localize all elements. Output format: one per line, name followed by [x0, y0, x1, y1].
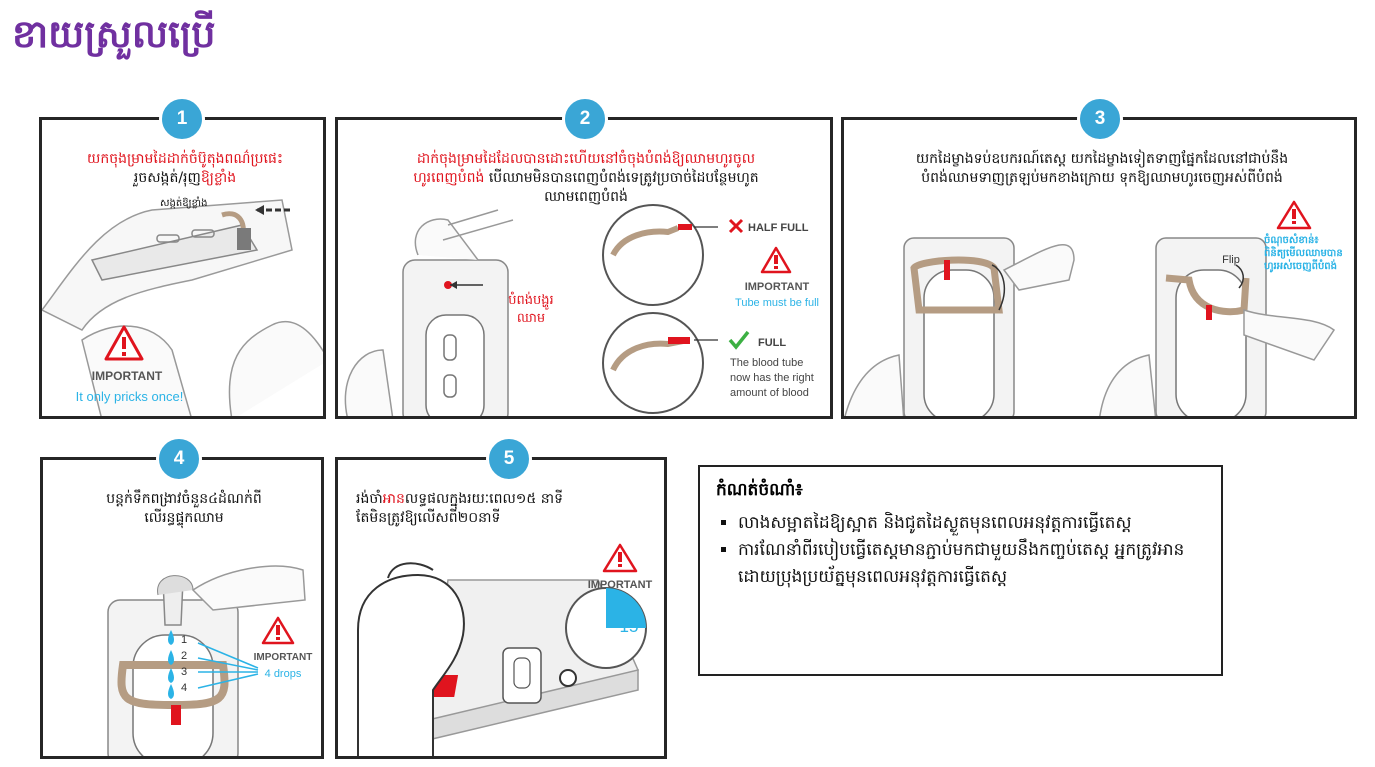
- step-3-warning-note: ចំណុចសំខាន់៖ ពិនិត្យមើលឈាមបានហូរអស់ចេញពី…: [1264, 235, 1343, 272]
- step-3-panel: យកដៃម្ខាងទប់ឧបករណ៍តេស្ត យកដៃម្ខាងទៀតទាញផ…: [841, 117, 1357, 419]
- step-2-callout-line2: ឈាម: [516, 311, 546, 326]
- step-3-text-line2: បំពង់ឈាមទាញត្រឡប់មកខាងក្រោយ ទុកឱ្យឈាមហូរ…: [921, 170, 1283, 186]
- full-label: FULL: [758, 337, 787, 349]
- step-1-panel: យកចុងម្រាមដៃដាក់ចំប៊ូតុងពណ៌ប្រផេះ រួចសង្…: [39, 117, 326, 419]
- step-1-text-emphasis: ឱ្យខ្លាំង: [200, 170, 237, 186]
- step-4-instruction: បន្តក់ទឹកពង្រាវចំនួន៤ដំណក់ពី លើរន្ធផ្ទុក…: [51, 490, 317, 528]
- step-5-badge: 5: [486, 436, 532, 482]
- step-2-text-red: ដាក់ចុងម្រាមដៃដែលបានដោះហើយនៅចំចុងបំពង់ឱ្…: [416, 151, 756, 167]
- lancet-illustration: [42, 199, 323, 416]
- drop-4: 4: [181, 682, 188, 694]
- step-1-badge: 1: [159, 96, 205, 142]
- step-4-important-sub: 4 drops: [264, 668, 302, 680]
- step-1-text-red: យកចុងម្រាមដៃដាក់ចំប៊ូតុងពណ៌ប្រផេះ: [87, 151, 283, 167]
- page-title: ខាយស្រួលប្រើ: [12, 12, 216, 56]
- full-note-line1: The blood tube: [730, 357, 804, 369]
- step-3-instruction: យកដៃម្ខាងទប់ឧបករណ៍តេស្ត យកដៃម្ខាងទៀតទាញផ…: [852, 150, 1352, 188]
- note-item: ការណែនាំពីរបៀបធ្វើតេស្តមានភ្ជាប់មកជាមួយន…: [738, 537, 1205, 591]
- drop-counter: 1 2 3 4: [181, 632, 197, 696]
- step-4-important-label: IMPORTANT: [253, 652, 313, 663]
- step-2-text-red2: ហូរពេញបំពង់: [413, 170, 485, 186]
- step-2-important-sub: Tube must be full: [735, 297, 819, 309]
- step-1-important-label: IMPORTANT: [91, 369, 163, 383]
- notes-list: លាងសម្អាតដៃឱ្យស្អាត និងជូតដៃស្ងួតមុនពេលអ…: [716, 510, 1205, 591]
- full-note-line2: now has the right: [730, 372, 814, 384]
- step-2-panel: ដាក់ចុងម្រាមដៃដែលបានដោះហើយនៅចំចុងបំពង់ឱ្…: [335, 117, 833, 419]
- half-full-label: HALF FULL: [748, 222, 809, 234]
- step-2-instruction: ដាក់ចុងម្រាមដៃដែលបានដោះហើយនៅចំចុងបំពង់ឱ្…: [346, 150, 826, 207]
- step-1-important-sub: It only pricks once!: [75, 389, 184, 404]
- flip-label: Flip: [1222, 254, 1240, 266]
- step-4-text-line1: បន្តក់ទឹកពង្រាវចំនួន៤ដំណក់ពី: [106, 491, 262, 507]
- step-2-badge: 2: [562, 96, 608, 142]
- drop-2: 2: [181, 650, 188, 662]
- buffer-drops-illustration: [107, 565, 306, 756]
- step-4-panel: បន្តក់ទឹកពង្រាវចំនួន៤ដំណក់ពី លើរន្ធផ្ទុក…: [40, 457, 324, 759]
- warning-icon: [104, 325, 144, 361]
- step-1-instruction: យកចុងម្រាមដៃដាក់ចំប៊ូតុងពណ៌ប្រផេះ រួចសង្…: [50, 150, 320, 188]
- notes-box: កំណត់ចំណាំ៖ លាងសម្អាតដៃឱ្យស្អាត និងជូតដៃ…: [698, 465, 1223, 676]
- step-1-callout: សង្កត់ឱ្យខ្លាំង: [160, 198, 208, 209]
- full-note-line3: amount of blood: [730, 387, 809, 399]
- step-5-important-label: IMPORTANT: [587, 579, 653, 591]
- full-note: The blood tube now has the right amount …: [730, 356, 830, 401]
- note-item: លាងសម្អាតដៃឱ្យស្អាត និងជូតដៃស្ងួតមុនពេលអ…: [738, 510, 1205, 537]
- step-2-text-black: បើឈាមមិនបានពេញបំពង់ទេត្រូវប្រចាច់ដៃបន្ថែ…: [488, 170, 759, 186]
- notes-heading: កំណត់ចំណាំ៖: [716, 480, 803, 500]
- step-2-important-label: IMPORTANT: [744, 281, 810, 293]
- flip-illustration: [844, 200, 1336, 416]
- step-2-text-black2: ឈាមពេញបំពង់: [544, 189, 628, 205]
- step-5-text-c: លទ្ធផលក្នុងរយៈពេល១៥ នាទី: [404, 491, 563, 507]
- drop-3: 3: [181, 666, 188, 678]
- step-3-badge: 3: [1077, 96, 1123, 142]
- drop-1: 1: [181, 634, 188, 646]
- test-device-illustration: [344, 204, 792, 416]
- waiting-person-illustration: [357, 543, 647, 756]
- step-4-badge: 4: [156, 436, 202, 482]
- step-2-callout: បំពង់បង្ហូរ ឈាម: [496, 292, 566, 328]
- timer-value: 15: [619, 617, 639, 636]
- step-2-callout-line1: បំពង់បង្ហូរ: [508, 293, 554, 308]
- step-5-instruction: រង់ចាំអានលទ្ធផលក្នុងរយៈពេល១៥ នាទី តែមិនត…: [356, 490, 656, 528]
- step-5-text-line2: តែមិនត្រូវឱ្យលើសពី២០នាទី: [356, 510, 501, 526]
- step-4-text-line2: លើរន្ធផ្ទុកឈាម: [144, 510, 224, 526]
- step-1-text-black: រួចសង្កត់/រុញ: [133, 170, 201, 186]
- step-3-text-line1: យកដៃម្ខាងទប់ឧបករណ៍តេស្ត យកដៃម្ខាងទៀតទាញផ…: [915, 151, 1289, 167]
- step-5-text-red: អាន: [382, 491, 405, 507]
- step-5-panel: រង់ចាំអានលទ្ធផលក្នុងរយៈពេល១៥ នាទី តែមិនត…: [335, 457, 667, 759]
- step-5-text-a: រង់ចាំ: [356, 491, 383, 507]
